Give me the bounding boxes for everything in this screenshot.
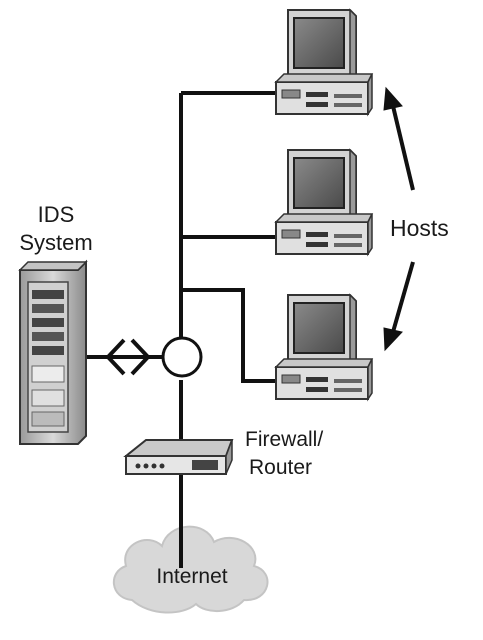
firewall-label-line1: Firewall/ (245, 428, 323, 451)
internet-cloud (112, 525, 269, 614)
internet-label: Internet (156, 565, 227, 588)
host-computer-1 (275, 9, 373, 115)
ids-label-line2: System (19, 230, 92, 255)
network-hub (161, 336, 203, 378)
host-computer-2 (275, 149, 373, 255)
firewall-label-line2: Router (249, 456, 312, 479)
ids-tap-icon (105, 338, 151, 376)
ids-server-tower (18, 259, 88, 445)
network-cables (80, 91, 279, 580)
hosts-arrows (383, 86, 415, 352)
firewall-router-device (123, 439, 234, 475)
hosts-label: Hosts (390, 215, 449, 241)
ids-label-line1: IDS (38, 202, 75, 227)
host-computer-3 (275, 294, 373, 400)
